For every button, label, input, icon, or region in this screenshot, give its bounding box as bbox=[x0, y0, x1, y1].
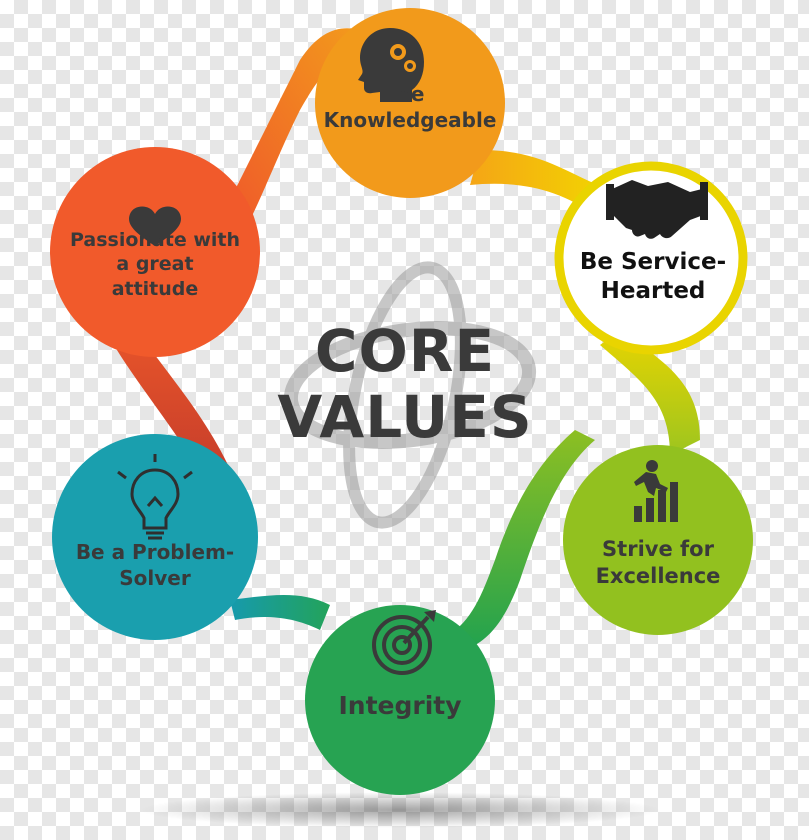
label-problem: Be a Problem- Solver bbox=[75, 540, 235, 590]
head-gears-icon bbox=[358, 28, 424, 102]
target-icon bbox=[372, 610, 436, 675]
lightbulb-icon bbox=[117, 454, 193, 540]
ground-shadow bbox=[140, 792, 660, 828]
ribbon-teal-green bbox=[230, 595, 330, 630]
ribbon-green-green bbox=[440, 430, 595, 650]
label-service: Be Service- Hearted bbox=[579, 249, 727, 305]
label-knowledgeable: Be Knowledgeable bbox=[323, 82, 497, 132]
heart-icon bbox=[129, 206, 181, 246]
circle-passion bbox=[50, 147, 260, 357]
circle-integrity bbox=[305, 605, 495, 795]
climbing-stairs-icon bbox=[634, 460, 678, 522]
label-integrity: Integrity bbox=[338, 691, 462, 720]
circle-excellence bbox=[563, 445, 753, 635]
label-passion: Passionate with a great attitude bbox=[69, 229, 241, 300]
label-excellence: Strive for Excellence bbox=[595, 537, 721, 588]
center-swirl-decoration bbox=[283, 261, 537, 529]
ribbon-red-orange bbox=[230, 28, 360, 221]
ribbon-yellow-green bbox=[600, 330, 700, 455]
handshake-icon bbox=[606, 180, 708, 239]
center-title: CORE VALUES bbox=[277, 317, 533, 451]
